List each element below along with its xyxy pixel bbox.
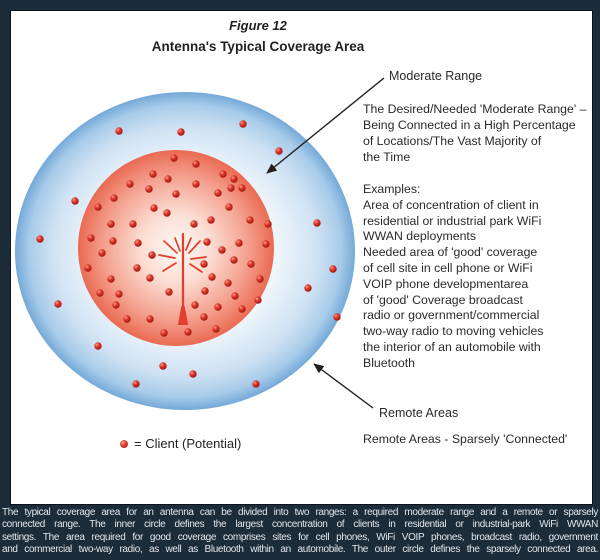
- client-dot: [189, 370, 197, 378]
- client-dot: [214, 303, 222, 311]
- client-dot: [84, 264, 92, 272]
- moderate-range-arrow: [266, 77, 385, 174]
- client-dot: [54, 300, 62, 308]
- client-dot: [115, 290, 123, 298]
- client-dot: [254, 296, 262, 304]
- client-dot: [134, 239, 142, 247]
- client-dot: [107, 275, 115, 283]
- client-dot: [71, 197, 79, 205]
- client-dot: [256, 275, 264, 283]
- client-dot: [132, 380, 140, 388]
- client-dot: [238, 184, 246, 192]
- client-dot: [184, 328, 192, 336]
- moderate-range-circle: [78, 150, 274, 346]
- client-dot: [160, 329, 168, 337]
- client-dot: [313, 219, 321, 227]
- client-dot: [110, 194, 118, 202]
- client-dot: [87, 234, 95, 242]
- client-dot: [177, 128, 185, 136]
- client-dot: [192, 160, 200, 168]
- client-dot: [148, 251, 156, 259]
- client-dot: [146, 274, 154, 282]
- client-dot: [96, 289, 104, 297]
- client-dot: [172, 190, 180, 198]
- client-dot: [231, 292, 239, 300]
- client-dot: [218, 246, 226, 254]
- figure-label: Figure 12: [229, 18, 287, 33]
- moderate-range-label: Moderate Range: [389, 69, 483, 83]
- client-dot: [109, 237, 117, 245]
- client-dot-icon: [120, 439, 128, 448]
- client-dot: [200, 313, 208, 321]
- client-dot: [200, 260, 208, 268]
- coverage-diagram: [15, 77, 385, 410]
- client-dot: [239, 120, 247, 128]
- client-dot: [235, 239, 243, 247]
- client-dot: [304, 284, 312, 292]
- client-dot: [164, 175, 172, 183]
- client-dot: [133, 264, 141, 272]
- client-dot: [207, 216, 215, 224]
- client-dot: [275, 147, 283, 155]
- client-dot: [170, 154, 178, 162]
- client-dot: [246, 216, 254, 224]
- client-dot: [98, 249, 106, 257]
- examples-text: Examples: Area of concentration of clien…: [363, 182, 544, 370]
- client-dot-layer: [36, 120, 341, 388]
- client-dot: [129, 220, 137, 228]
- client-dot: [227, 184, 235, 192]
- client-dot: [94, 203, 102, 211]
- client-dot: [145, 185, 153, 193]
- client-dot: [190, 220, 198, 228]
- client-dot: [329, 265, 337, 273]
- client-dot: [201, 287, 209, 295]
- client-dot: [123, 315, 131, 323]
- client-dot: [252, 380, 260, 388]
- client-dot: [94, 342, 102, 350]
- figure-panel: Figure 12 Antenna's Typical Coverage Are…: [10, 10, 593, 505]
- client-dot: [191, 301, 199, 309]
- legend: = Client (Potential): [120, 436, 241, 451]
- client-dot: [225, 203, 233, 211]
- remote-areas-label: Remote Areas: [379, 406, 459, 420]
- client-dot: [146, 315, 154, 323]
- client-dot: [264, 220, 272, 228]
- client-dot: [230, 175, 238, 183]
- remote-areas-arrow: [313, 363, 374, 409]
- legend-text: = Client (Potential): [134, 436, 242, 451]
- client-dot: [208, 273, 216, 281]
- antenna-icon: [158, 232, 207, 325]
- client-dot: [165, 288, 173, 296]
- client-dot: [150, 204, 158, 212]
- client-dot: [333, 313, 341, 321]
- client-dot: [126, 180, 134, 188]
- client-dot: [238, 305, 246, 313]
- remote-areas-description: Remote Areas - Sparsely 'Connected': [363, 432, 568, 446]
- client-dot: [247, 260, 255, 268]
- figure-caption: The typical coverage area for an antenna…: [2, 507, 598, 555]
- client-dot: [107, 220, 115, 228]
- annotation-arrows: [266, 77, 385, 409]
- client-dot: [115, 127, 123, 135]
- client-dot: [36, 235, 44, 243]
- client-dot: [224, 279, 232, 287]
- client-dot: [219, 170, 227, 178]
- client-dot: [212, 325, 220, 333]
- client-dot: [203, 238, 211, 246]
- client-dot: [230, 256, 238, 264]
- moderate-range-description: The Desired/Needed 'Moderate Range' – Be…: [363, 102, 587, 164]
- client-dot: [163, 209, 171, 217]
- client-dot: [112, 301, 120, 309]
- figure-title: Antenna's Typical Coverage Area: [151, 39, 365, 54]
- client-dot: [159, 362, 167, 370]
- client-dot: [214, 189, 222, 197]
- client-dot: [192, 180, 200, 188]
- client-dot: [149, 170, 157, 178]
- client-dot: [262, 240, 270, 248]
